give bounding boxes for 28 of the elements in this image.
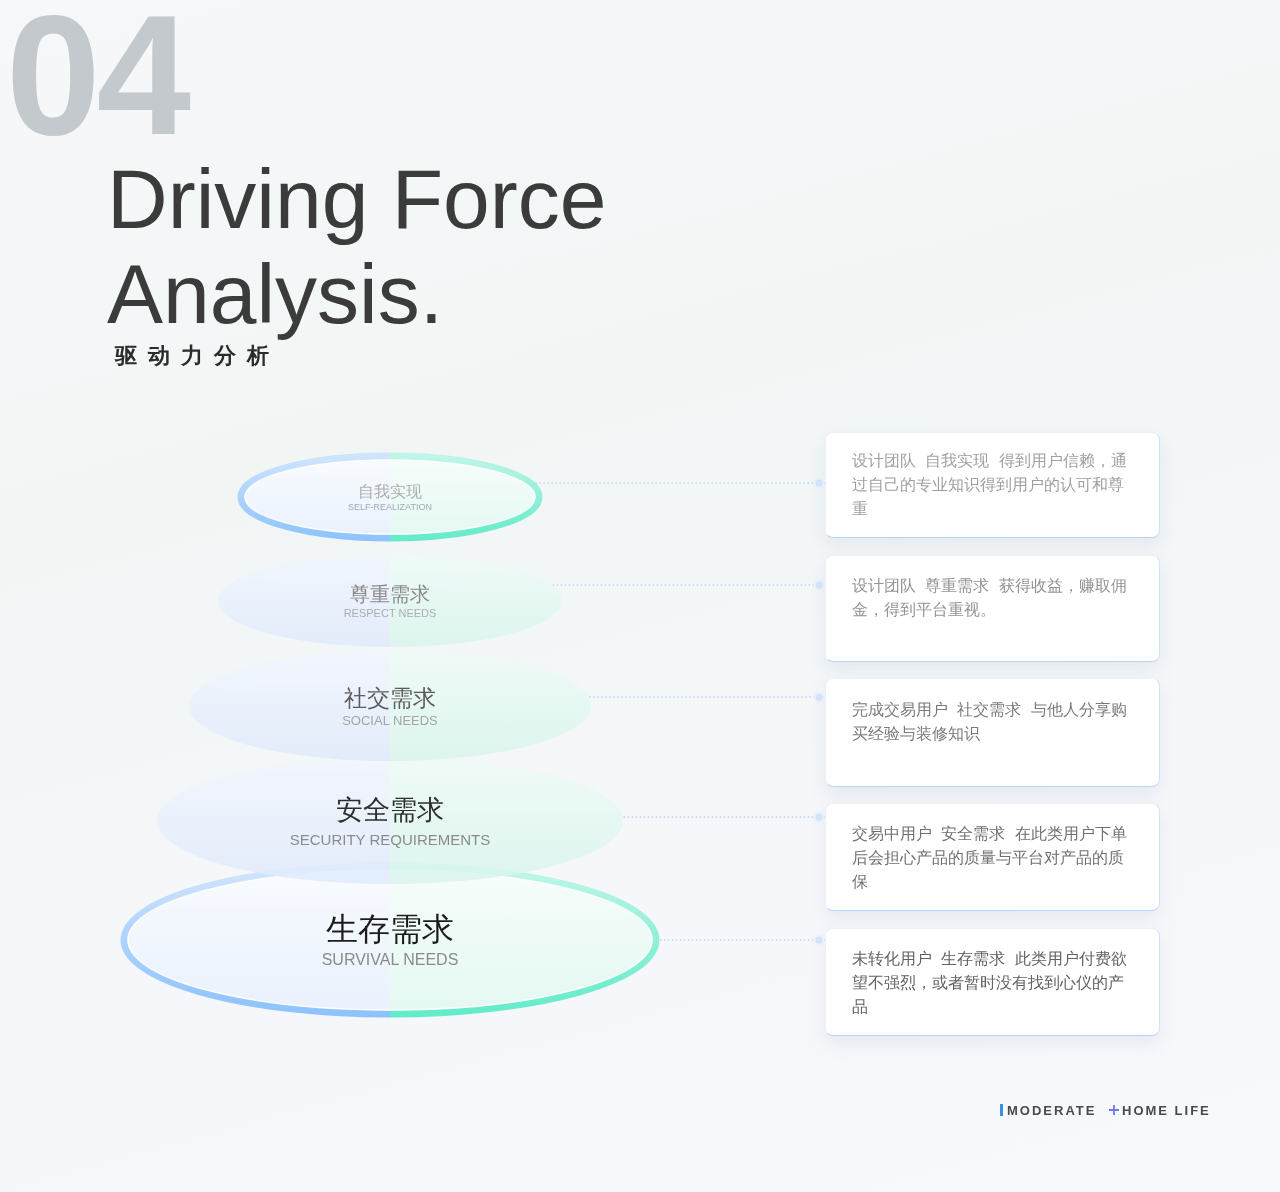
tier-subtitle: SECURITY REQUIREMENTS [289, 829, 491, 849]
tagline-text: HOME LIFE [1122, 1102, 1211, 1119]
dotted-connector [534, 477, 826, 489]
tagline-text: MODERATE [1007, 1102, 1097, 1119]
card-description: 完成交易用户 社交需求 与他人分享购买经验与装修知识 [852, 700, 1128, 744]
info-card [825, 803, 1160, 911]
tier-subtitle: RESPECT NEEDS [343, 606, 437, 620]
card-description: 交易中用户 安全需求 在此类用户下单后会担心产品的质量与平台对产品的质保 [852, 824, 1128, 892]
tier-title: 社交需求 [344, 683, 436, 712]
card-description: 未转化用户 生存需求 此类用户付费欲望不强烈，或者暂时没有找到心仪的产品 [852, 949, 1128, 1017]
dotted-connector [622, 811, 826, 823]
tier-title: 尊重需求 [350, 582, 430, 606]
tier-subtitle: SOCIAL NEEDS [342, 711, 438, 729]
tier-title: 安全需求 [336, 793, 444, 827]
tier-subtitle: SURVIVAL NEEDS [321, 950, 459, 970]
info-card [825, 432, 1160, 538]
info-card [825, 555, 1160, 662]
tier-title: 生存需求 [326, 910, 454, 948]
dotted-connector [552, 579, 826, 591]
info-card [825, 678, 1160, 787]
subtitle: 驱动力分析 [115, 342, 280, 370]
tier-subtitle: SELF-REALIZATION [348, 501, 432, 513]
dotted-connector [588, 691, 826, 703]
card-description: 设计团队 自我实现 得到用户信赖，通过自己的专业知识得到用户的认可和尊重 [852, 451, 1128, 519]
info-card [825, 928, 1160, 1036]
tier-title: 自我实现 [358, 481, 422, 502]
card-description: 设计团队 尊重需求 获得收益，赚取佣金，得到平台重视。 [852, 576, 1128, 620]
title: Driving Force Analysis. [107, 152, 608, 342]
